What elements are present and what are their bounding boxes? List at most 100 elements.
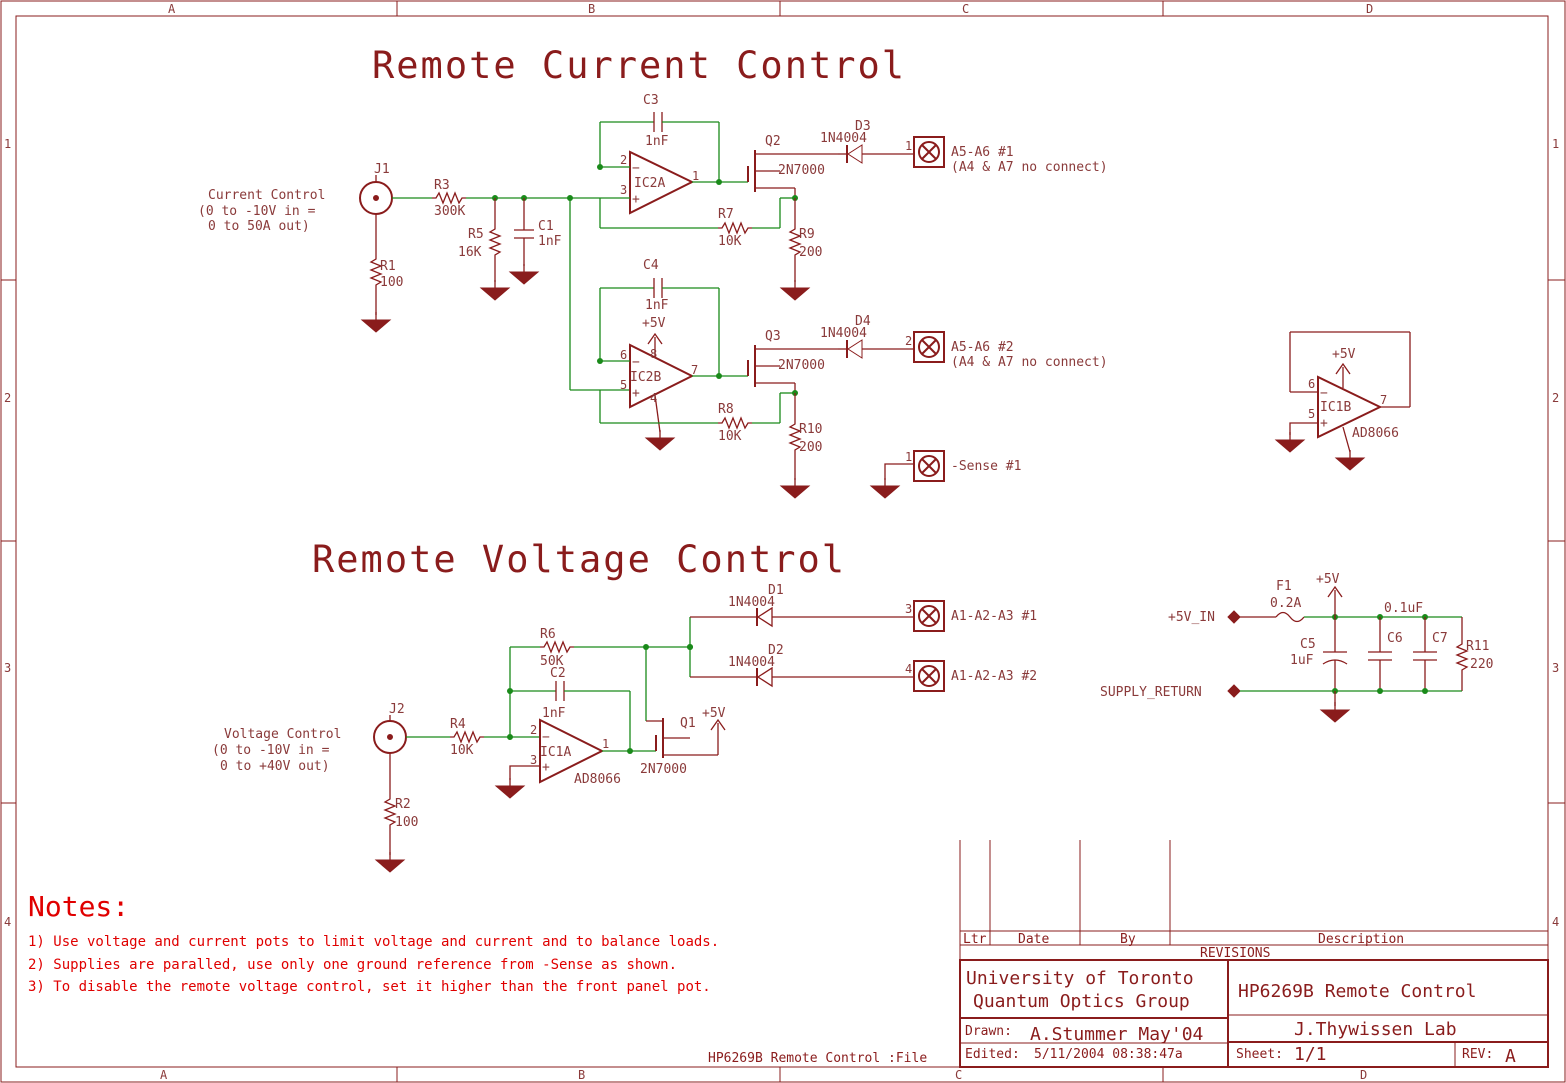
r10-name: R10 xyxy=(799,422,822,437)
resistor-r7 xyxy=(717,222,753,234)
zone-row-1-right: 1 xyxy=(1552,137,1559,151)
notes-heading: Notes: xyxy=(28,890,129,923)
rev-col-description: Description xyxy=(1318,932,1404,947)
d1-name: D1 xyxy=(768,583,784,598)
r1-value: 100 xyxy=(380,275,403,290)
r4-value: 10K xyxy=(450,743,474,758)
svg-text:+: + xyxy=(542,760,550,775)
conn2-sub: (A4 & A7 no connect) xyxy=(951,355,1108,370)
r4-name: R4 xyxy=(450,717,466,732)
ic1a-label: IC1A xyxy=(540,745,571,760)
ic2a-pin1: 1 xyxy=(692,169,699,183)
c2-value: 1nF xyxy=(542,706,566,721)
ic1b-label: IC1B xyxy=(1320,400,1351,415)
d1-value: 1N4004 xyxy=(728,595,775,610)
opamp-ic1b: IC1B AD8066 − + 6 5 7 +5V xyxy=(1275,331,1411,471)
r6-value: 50K xyxy=(540,654,564,669)
zone-row-2-left: 2 xyxy=(4,391,11,405)
current-input-label-3: 0 to 50A out) xyxy=(208,219,310,234)
edited-label: Edited: xyxy=(965,1047,1020,1062)
c7-name: C7 xyxy=(1432,631,1448,646)
r5-value: 16K xyxy=(458,245,482,260)
title-remote-voltage-control: Remote Voltage Control xyxy=(312,538,846,581)
drawn-label: Drawn: xyxy=(965,1024,1012,1039)
voltage-input-label-2: (0 to -10V in = xyxy=(212,743,330,758)
resistor-r4 xyxy=(449,731,485,743)
r5-name: R5 xyxy=(468,227,484,242)
q3-value: 2N7000 xyxy=(778,358,825,373)
zone-col-b-bottom: B xyxy=(578,1068,585,1082)
c2-name: C2 xyxy=(550,666,566,681)
q2-name: Q2 xyxy=(765,134,781,149)
zone-row-2-right: 2 xyxy=(1552,391,1559,405)
conn4-label: A1-A2-A3 #2 xyxy=(951,669,1037,684)
d3-value: 1N4004 xyxy=(820,131,867,146)
conn1-pin: 1 xyxy=(905,139,912,153)
ground-symbol xyxy=(375,851,405,873)
supply-return-label: SUPPLY_RETURN xyxy=(1100,685,1202,700)
revisions-label: REVISIONS xyxy=(1200,946,1270,961)
r2-value: 100 xyxy=(395,815,418,830)
r11-value: 220 xyxy=(1470,657,1493,672)
zone-col-b-top: B xyxy=(588,2,595,16)
mosfet-q3: Q3 2N7000 xyxy=(747,329,825,393)
ic2a-pin3: 3 xyxy=(620,183,627,197)
zone-row-3-right: 3 xyxy=(1552,661,1559,675)
ic2b-label: IC2B xyxy=(630,370,661,385)
rev-value: A xyxy=(1505,1046,1516,1067)
f1-value: 0.2A xyxy=(1270,596,1301,611)
ic1a-pin2: 2 xyxy=(530,723,537,737)
r10-value: 200 xyxy=(799,440,822,455)
r7-value: 10K xyxy=(718,234,742,249)
voltage-input-label-1: Voltage Control xyxy=(224,727,341,742)
c4-name: C4 xyxy=(643,258,659,273)
zone-col-d-top: D xyxy=(1366,2,1373,16)
drawn-value: A.Stummer May'04 xyxy=(1030,1024,1203,1045)
ground-symbol xyxy=(495,777,525,799)
ic2b-pin7: 7 xyxy=(691,363,698,377)
j1-label: J1 xyxy=(374,162,390,177)
c6-name: C6 xyxy=(1387,631,1403,646)
r9-value: 200 xyxy=(799,245,822,260)
ic1b-pin6: 6 xyxy=(1308,377,1315,391)
ic1b-pin7: 7 xyxy=(1380,393,1387,407)
supply-vcc: +5V xyxy=(1316,572,1340,587)
terminal-a5-a6-2 xyxy=(913,331,945,363)
terminal-sense xyxy=(913,450,945,482)
ground-symbol xyxy=(645,429,675,451)
diode-d4: D4 1N4004 xyxy=(820,314,871,359)
ground-symbol xyxy=(480,279,510,301)
ground-symbol xyxy=(1320,701,1350,723)
resistor-r8 xyxy=(717,417,753,429)
ground-symbol xyxy=(509,263,539,285)
sense-pin: 1 xyxy=(905,450,912,464)
mosfet-q2: Q2 2N7000 xyxy=(747,134,825,198)
zone-col-a-bottom: A xyxy=(160,1068,168,1082)
resistor-r2 xyxy=(384,794,396,830)
opamp-ic2a: IC2A − + 2 3 1 xyxy=(620,150,699,215)
ic2a-pin2: 2 xyxy=(620,153,627,167)
r2-name: R2 xyxy=(395,797,411,812)
zone-row-4-right: 4 xyxy=(1552,915,1559,929)
ic1b-vcc: +5V xyxy=(1332,347,1356,362)
rev-label: REV: xyxy=(1462,1047,1493,1062)
svg-text:−: − xyxy=(632,161,640,176)
zone-row-4-left: 4 xyxy=(4,915,11,929)
supply-in-label: +5V_IN xyxy=(1168,610,1215,625)
conn3-pin: 3 xyxy=(905,602,912,616)
d2-value: 1N4004 xyxy=(728,655,775,670)
sense-label: -Sense #1 xyxy=(951,459,1021,474)
note-line-1: 1) Use voltage and current pots to limit… xyxy=(28,934,719,950)
f1-name: F1 xyxy=(1276,579,1292,594)
ground-symbol xyxy=(1275,431,1305,453)
conn4-pin: 4 xyxy=(905,662,912,676)
r7-name: R7 xyxy=(718,207,734,222)
rev-col-date: Date xyxy=(1018,932,1049,947)
ic1a-pin1: 1 xyxy=(602,737,609,751)
conn2-pin: 2 xyxy=(905,334,912,348)
c1-name: C1 xyxy=(538,219,554,234)
c6-value: 0.1uF xyxy=(1384,601,1423,616)
c3-name: C3 xyxy=(643,93,659,108)
r8-value: 10K xyxy=(718,429,742,444)
zone-row-3-left: 3 xyxy=(4,661,11,675)
